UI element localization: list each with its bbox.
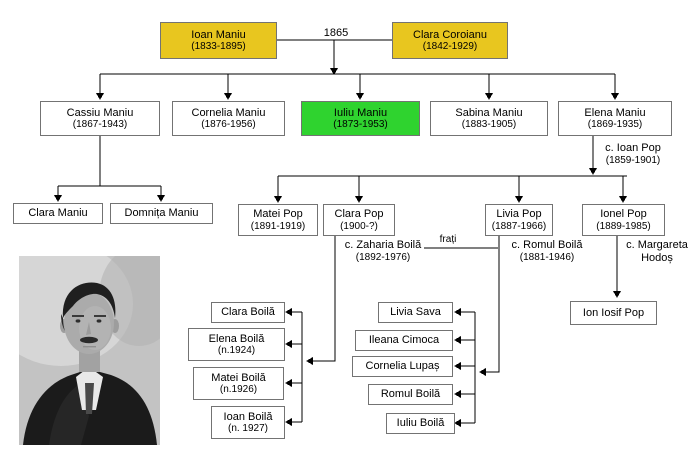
node-cassiu-maniu: Cassiu Maniu (1867-1943) — [40, 101, 160, 136]
spouse-name: c. Margareta Hodoș — [626, 239, 688, 265]
spouse-ioan-pop: c. Ioan Pop (1859-1901) — [596, 142, 670, 168]
node-ioan-maniu: Ioan Maniu (1833-1895) — [160, 22, 277, 59]
person-name: Livia Pop — [496, 208, 542, 221]
person-name: Ioan Boilă — [223, 410, 273, 423]
node-sabina-maniu: Sabina Maniu (1883-1905) — [430, 101, 548, 136]
spouse-name: c. Ioan Pop — [605, 142, 661, 154]
person-name: Clara Coroianu — [413, 28, 487, 41]
node-elena-maniu: Elena Maniu (1869-1935) — [558, 101, 672, 136]
node-clara-pop: Clara Pop (1900-?) — [323, 204, 395, 236]
person-name: Livia Sava — [390, 306, 441, 319]
person-name: Elena Boilă — [208, 332, 265, 345]
person-dates: (n. 1927) — [227, 423, 269, 435]
person-dates: (1842-1929) — [422, 41, 478, 53]
person-dates: (n.1924) — [217, 345, 256, 357]
siblings-label: frați — [439, 234, 457, 245]
parents-connector — [277, 39, 392, 69]
spouse-name: c. Romul Boilă — [511, 239, 583, 251]
person-name: Cornelia Maniu — [191, 106, 266, 119]
node-iuliu-boila: Iuliu Boilă — [386, 413, 455, 434]
node-domnita-maniu: Domnița Maniu — [110, 203, 213, 224]
person-name: Domnița Maniu — [124, 207, 199, 220]
person-name: Clara Boilă — [221, 306, 275, 319]
node-ionel-pop: Ionel Pop (1889-1985) — [582, 204, 665, 236]
person-dates: (1869-1935) — [587, 119, 643, 131]
person-name: Sabina Maniu — [455, 106, 523, 119]
person-name: Iuliu Boilă — [396, 417, 445, 430]
person-name: Matei Pop — [253, 208, 303, 221]
node-elena-boila: Elena Boilă (n.1924) — [188, 328, 285, 361]
person-name: Clara Maniu — [28, 207, 88, 220]
node-iuliu-maniu-highlighted: Iuliu Maniu (1873-1953) — [301, 101, 420, 136]
gen2-connector — [99, 73, 616, 94]
person-name: Elena Maniu — [584, 106, 646, 119]
spouse-dates: (1881-1946) — [519, 252, 575, 264]
spouse-dates: (1892-1976) — [355, 252, 411, 264]
person-dates: (1887-1966) — [491, 220, 547, 232]
person-dates: (1883-1905) — [461, 119, 517, 131]
person-name: Ion Iosif Pop — [582, 306, 645, 319]
node-clara-boila: Clara Boilă — [211, 302, 285, 323]
spouse-name: c. Zaharia Boilă — [344, 239, 422, 251]
person-name: Ileana Cimoca — [368, 334, 440, 347]
node-clara-coroianu: Clara Coroianu (1842-1929) — [392, 22, 508, 59]
marriage-year-label: 1865 — [323, 27, 349, 39]
person-name: Iuliu Maniu — [333, 106, 388, 119]
person-dates: (1900-?) — [340, 220, 378, 232]
spouse-dates: (1859-1901) — [605, 155, 661, 167]
person-dates: (1889-1985) — [596, 220, 651, 232]
person-name: Cassiu Maniu — [66, 106, 134, 119]
spouse-zaharia-boila: c. Zaharia Boilă (1892-1976) — [337, 239, 429, 265]
node-matei-boila: Matei Boilă (n.1926) — [193, 367, 284, 400]
node-ion-iosif-pop: Ion Iosif Pop — [570, 301, 657, 325]
person-dates: (1833-1895) — [191, 41, 246, 53]
node-cornelia-maniu: Cornelia Maniu (1876-1956) — [172, 101, 285, 136]
person-dates: (n.1926) — [219, 384, 258, 396]
person-dates: (1876-1956) — [201, 119, 256, 131]
node-matei-pop: Matei Pop (1891-1919) — [238, 204, 318, 236]
node-cornelia-lupas: Cornelia Lupaș — [352, 356, 453, 377]
person-dates: (1867-1943) — [72, 119, 128, 131]
pop-children-connector — [277, 136, 627, 197]
person-name: Romul Boilă — [380, 388, 441, 401]
romul-children-connector — [459, 236, 500, 424]
person-name: Ionel Pop — [600, 208, 647, 221]
node-romul-boila: Romul Boilă — [368, 384, 453, 405]
node-clara-maniu: Clara Maniu — [13, 203, 103, 224]
person-name: Clara Pop — [334, 208, 384, 221]
person-name: Matei Boilă — [211, 371, 266, 384]
spouse-romul-boila: c. Romul Boilă (1881-1946) — [500, 239, 594, 265]
iuliu-maniu-portrait — [19, 256, 160, 445]
person-name: Ioan Maniu — [191, 28, 246, 41]
spouse-margareta-hodos: c. Margareta Hodoș — [617, 239, 697, 266]
node-ileana-cimoca: Ileana Cimoca — [355, 330, 453, 351]
person-name: Cornelia Lupaș — [365, 360, 440, 373]
node-livia-sava: Livia Sava — [378, 302, 453, 323]
cassiu-children-connector — [57, 136, 162, 196]
node-ioan-boila: Ioan Boilă (n. 1927) — [211, 406, 285, 439]
zaharia-children-connector — [290, 236, 336, 423]
arrowheads — [54, 68, 627, 427]
node-livia-pop: Livia Pop (1887-1966) — [485, 204, 553, 236]
person-dates: (1891-1919) — [250, 220, 306, 232]
person-dates: (1873-1953) — [333, 119, 388, 131]
